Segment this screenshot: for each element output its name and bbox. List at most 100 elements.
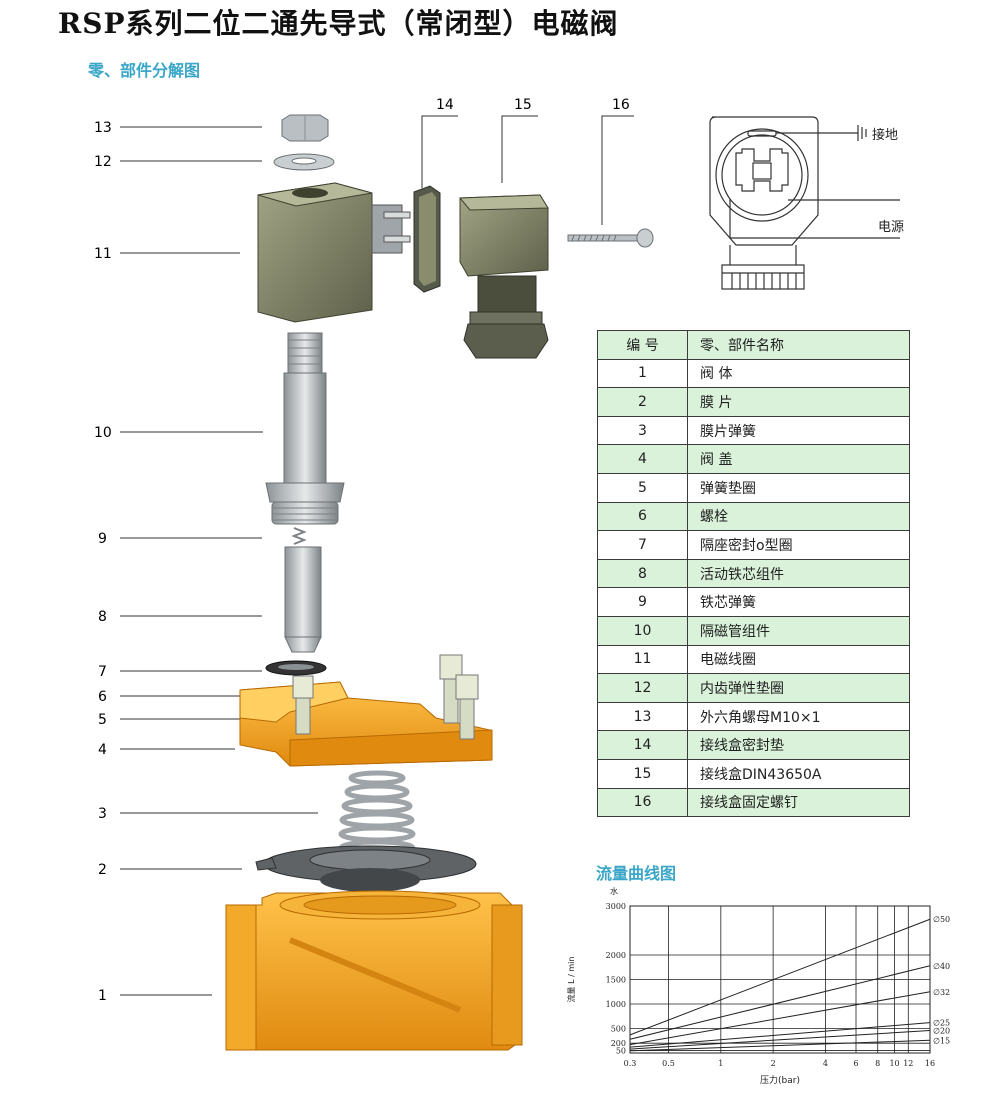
x-tick-label: 8: [875, 1059, 880, 1068]
series-label: ∅40: [933, 962, 950, 971]
x-tick-label: 6: [853, 1059, 858, 1068]
series-label: ∅32: [933, 988, 950, 997]
part-name-cell: 阀 体: [687, 358, 910, 389]
series-label: ∅15: [933, 1036, 950, 1045]
series-label: ∅50: [933, 915, 950, 924]
wiring-diagram: 接地 电源: [709, 116, 904, 290]
callout-2: 2: [98, 862, 107, 878]
part-name-cell: 电磁线圈: [687, 644, 910, 675]
section-title-flow: 流量曲线图: [596, 864, 677, 883]
part-name-cell: 铁芯弹簧: [687, 587, 910, 617]
callout-9: 9: [98, 531, 107, 547]
callout-1: 1: [98, 988, 107, 1004]
x-tick-label: 1: [718, 1059, 723, 1068]
y-tick-label: 1000: [606, 1000, 626, 1009]
core-spring-part: [291, 527, 307, 545]
coil-part: [257, 182, 411, 323]
callout-8: 8: [98, 609, 107, 625]
y-tick-label: 2000: [606, 951, 626, 960]
part-name-cell: 活动铁芯组件: [687, 558, 910, 589]
callout-10: 10: [94, 425, 112, 441]
part-number-cell: 8: [597, 558, 688, 589]
ground-label: 接地: [872, 127, 898, 143]
x-tick-label: 4: [823, 1059, 828, 1068]
part-number-cell: 16: [597, 787, 688, 818]
x-axis-label: 压力(bar): [760, 1074, 800, 1086]
part-number-cell: 3: [597, 415, 688, 446]
part-name-cell: 接线盒固定螺钉: [687, 787, 910, 818]
valve-body-part: [225, 890, 523, 1051]
series-line: [629, 1029, 931, 1050]
part-number-cell: 14: [597, 730, 688, 760]
part-number-cell: 6: [597, 501, 688, 532]
header-number: 编 号: [597, 330, 688, 360]
part-number-cell: 15: [597, 758, 688, 789]
part-name-cell: 外六角螺母M10×1: [687, 701, 910, 732]
part-name-cell: 膜片弹簧: [687, 415, 910, 446]
y-axis-label: 流量 L / min: [566, 957, 576, 1003]
part-name-cell: 膜 片: [687, 387, 910, 417]
x-tick-label: 2: [771, 1059, 776, 1068]
x-tick-label: 10: [889, 1059, 899, 1068]
callout-5: 5: [98, 712, 107, 728]
x-tick-label: 16: [925, 1059, 935, 1068]
y-tick-label: 500: [611, 1025, 626, 1034]
header-part-name: 零、部件名称: [687, 330, 910, 360]
exploded-view-diagram: 13 12 11 10 9 8 7 6 5 4 3 2 1 14 15 16: [94, 97, 654, 1051]
callout-16: 16: [612, 97, 630, 113]
diaphragm-spring-part: [338, 770, 416, 857]
series-label: ∅20: [933, 1026, 950, 1035]
hex-nut-part: [281, 114, 329, 142]
washer-part: [273, 153, 335, 171]
part-number-cell: 10: [597, 615, 688, 646]
callout-13: 13: [94, 120, 112, 136]
callout-15: 15: [514, 97, 532, 113]
part-number-cell: 13: [597, 701, 688, 732]
series-line: [629, 1039, 931, 1052]
part-number-cell: 9: [597, 587, 688, 617]
bolt-part: [292, 654, 479, 740]
diaphragm-part: [255, 845, 477, 892]
callout-3: 3: [98, 806, 107, 822]
part-name-cell: 阀 盖: [687, 444, 910, 474]
part-name-cell: 接线盒DIN43650A: [687, 758, 910, 789]
part-name-cell: 弹簧垫圈: [687, 472, 910, 503]
medium-label: 水: [610, 886, 618, 896]
callout-7: 7: [98, 664, 107, 680]
series-line: [629, 1022, 931, 1048]
table-header-row: 编 号 零、部件名称: [597, 330, 910, 360]
callout-14: 14: [436, 97, 454, 113]
x-tick-label: 0.5: [662, 1059, 675, 1068]
series-label: ∅25: [933, 1019, 950, 1028]
part-name-cell: 内齿弹性垫圈: [687, 673, 910, 703]
part-name-cell: 螺栓: [687, 501, 910, 532]
screw-part: [567, 228, 654, 248]
y-tick-label: 200: [611, 1039, 626, 1048]
plunger-part: [284, 546, 322, 653]
part-name-cell: 隔磁管组件: [687, 615, 910, 646]
part-number-cell: 11: [597, 644, 688, 675]
part-number-cell: 2: [597, 387, 688, 417]
part-name-cell: 隔座密封o型圈: [687, 530, 910, 560]
part-number-cell: 5: [597, 472, 688, 503]
y-tick-label: 1500: [606, 976, 626, 985]
part-number-cell: 12: [597, 673, 688, 703]
callout-12: 12: [94, 154, 112, 170]
part-number-cell: 4: [597, 444, 688, 474]
page-title: RSP系列二位二通先导式（常闭型）电磁阀: [58, 7, 619, 40]
